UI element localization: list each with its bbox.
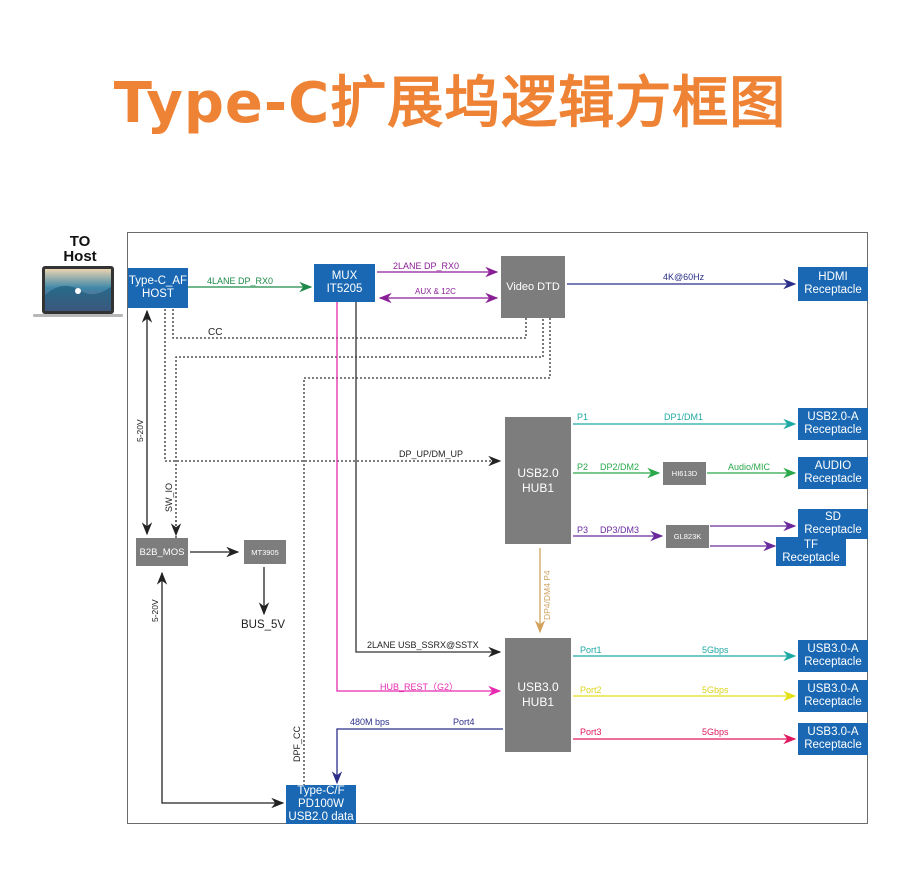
tf-line2: Receptacle bbox=[782, 551, 840, 564]
b2b-mos-label: B2B_MOS bbox=[139, 546, 185, 558]
label-bus-5v: BUS_5V bbox=[241, 619, 286, 631]
line-480m bbox=[331, 728, 503, 785]
laptop-icon bbox=[33, 266, 123, 317]
usb2a-receptacle-block: USB2.0-A Receptacle bbox=[798, 408, 868, 440]
label-dp1: DP1/DM1 bbox=[664, 412, 704, 422]
label-sw-io: SW_IO bbox=[164, 482, 174, 512]
mt3905-label: MT3905 bbox=[251, 547, 279, 557]
label-p3: P3 bbox=[577, 525, 589, 535]
label-gbps-3: 5Gbps bbox=[702, 727, 729, 737]
typec-f-line3: USB2.0 data bbox=[288, 811, 354, 823]
hi613d-chip: HI613D bbox=[660, 459, 709, 488]
usb3-hub-chip: USB3.0 HUB1 bbox=[502, 635, 574, 755]
typec-f-pd100w-block: Type-C/F PD100W USB2.0 data bbox=[286, 785, 356, 824]
line-dp-up bbox=[164, 309, 502, 467]
sd-line1: SD bbox=[825, 511, 841, 523]
label-port4: Port4 bbox=[453, 717, 475, 727]
usb2-hub-line1: USB2.0 bbox=[517, 465, 559, 480]
audio-line2: Receptacle bbox=[804, 473, 862, 485]
hdmi-line1: HDMI bbox=[818, 271, 848, 283]
host-label-line2: Host bbox=[63, 248, 97, 265]
usb2-hub-chip: USB2.0 HUB1 bbox=[502, 414, 574, 547]
label-p2: P2 bbox=[577, 462, 589, 472]
label-port3: Port3 bbox=[580, 727, 602, 737]
tf-receptacle-block: TF Receptacle bbox=[776, 537, 846, 566]
label-gbps-1: 5Gbps bbox=[702, 645, 729, 655]
video-dtd-label: Video DTD bbox=[506, 281, 560, 293]
usb2a-line1: USB2.0-A bbox=[807, 411, 859, 423]
host-label: TO Host bbox=[50, 234, 110, 264]
usb3a-receptacle-block-1: USB3.0-A Receptacle bbox=[798, 640, 868, 672]
diagram-title: Type-C扩展坞逻辑方框图 bbox=[113, 71, 787, 136]
typec-af-host-block: Type-C_AF HOST bbox=[128, 268, 188, 308]
usb3a-2-line2: Receptacle bbox=[804, 696, 862, 708]
b2b-mos-chip: B2B_MOS bbox=[133, 535, 191, 569]
typec-af-line2: HOST bbox=[142, 288, 174, 300]
label-port1: Port1 bbox=[580, 645, 602, 655]
mux-line2: IT5205 bbox=[326, 283, 363, 295]
typec-af-line1: Type-C_AF bbox=[128, 275, 188, 287]
usb3a-3-line2: Receptacle bbox=[804, 739, 862, 751]
usb3a-receptacle-block-2: USB3.0-A Receptacle bbox=[798, 680, 868, 712]
gl823k-label: GL823K bbox=[673, 532, 702, 541]
label-p4: DP4/DM4 P4 bbox=[542, 570, 552, 620]
usb3a-1-line1: USB3.0-A bbox=[807, 643, 859, 655]
usb2-hub-line2: HUB1 bbox=[521, 480, 554, 495]
label-dp-up: DP_UP/DM_UP bbox=[399, 449, 464, 459]
label-5-20v-top: 5-20V bbox=[135, 419, 145, 442]
gl823k-chip: GL823K bbox=[663, 522, 712, 551]
label-4lane-dp: 4LANE DP_RX0 bbox=[207, 276, 274, 286]
line-cc2 bbox=[175, 318, 544, 554]
usb3-hub-line2: HUB1 bbox=[521, 695, 554, 709]
usb3a-2-line1: USB3.0-A bbox=[807, 683, 859, 695]
tf-line1: TF bbox=[803, 538, 819, 551]
hdmi-receptacle-block: HDMI Receptacle bbox=[798, 267, 868, 301]
line-hub-rest bbox=[336, 302, 502, 697]
mt3905-chip: MT3905 bbox=[241, 537, 289, 567]
label-480m: 480M bps bbox=[350, 717, 390, 727]
line-cc bbox=[172, 309, 527, 339]
label-port2: Port2 bbox=[580, 685, 602, 695]
sd-receptacle-block: SD Receptacle bbox=[798, 509, 868, 539]
host-label-line1: TO bbox=[69, 233, 91, 250]
label-usb-ss: 2LANE USB_SSRX@SSTX bbox=[367, 640, 479, 650]
audio-line1: AUDIO bbox=[814, 460, 852, 472]
usb2a-line2: Receptacle bbox=[804, 424, 862, 436]
line-usb-ss bbox=[355, 302, 502, 658]
sd-line2: Receptacle bbox=[804, 524, 862, 536]
hdmi-line2: Receptacle bbox=[804, 284, 862, 296]
video-dtd-chip: Video DTD bbox=[498, 253, 568, 321]
mux-line1: MUX bbox=[331, 270, 358, 282]
usb3a-receptacle-block-3: USB3.0-A Receptacle bbox=[798, 723, 868, 755]
typec-f-line1: Type-C/F bbox=[297, 785, 345, 797]
label-dp3: DP3/DM3 bbox=[600, 525, 640, 535]
hi613d-label: HI613D bbox=[671, 469, 698, 478]
label-audio-mic: Audio/MIC bbox=[728, 462, 771, 472]
usb3a-1-line2: Receptacle bbox=[804, 656, 862, 668]
typec-f-line2: PD100W bbox=[297, 798, 345, 810]
line-5-20v-bottom bbox=[156, 571, 285, 809]
label-gbps-2: 5Gbps bbox=[702, 685, 729, 695]
label-2lane-dp: 2LANE DP_RX0 bbox=[393, 261, 460, 271]
label-5-20v-bottom: 5-20V bbox=[150, 599, 160, 622]
label-hdmi-rate: 4K@60Hz bbox=[663, 272, 705, 282]
label-cc: CC bbox=[208, 327, 223, 338]
audio-receptacle-block: AUDIO Receptacle bbox=[798, 457, 868, 489]
label-dpf-cc: DPF_CC bbox=[292, 725, 302, 762]
label-dp2: DP2/DM2 bbox=[600, 462, 640, 472]
usb3a-3-line1: USB3.0-A bbox=[807, 726, 859, 738]
label-aux-i2c: AUX & 12C bbox=[415, 287, 456, 296]
line-dpf-cc bbox=[303, 318, 551, 786]
label-hub-rest: HUB_REST（G2） bbox=[380, 682, 459, 692]
usb3-hub-line1: USB3.0 bbox=[517, 680, 559, 694]
mux-it5205-block: MUX IT5205 bbox=[314, 264, 375, 302]
label-p1: P1 bbox=[577, 412, 589, 422]
